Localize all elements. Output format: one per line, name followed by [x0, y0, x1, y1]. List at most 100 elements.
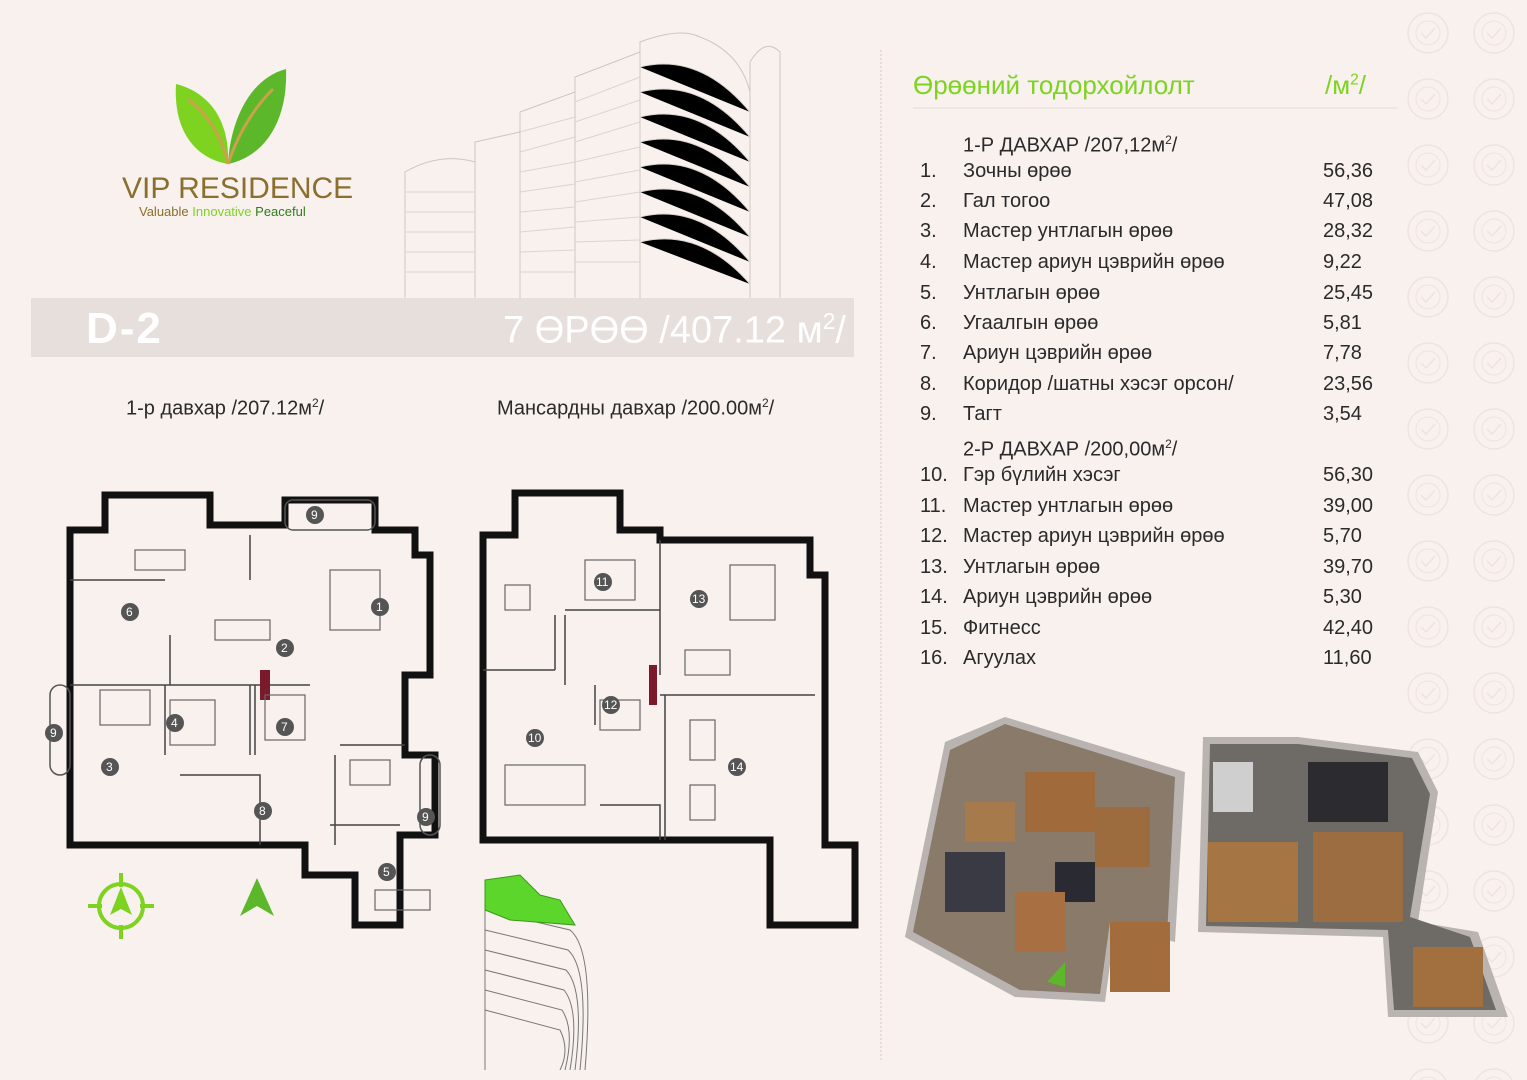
spec-unit-sup: 2 — [1350, 71, 1359, 89]
mansard-floor-end: / — [768, 397, 775, 420]
row-number: 2. — [920, 190, 937, 212]
render-3d-icon — [905, 717, 1185, 1002]
brand-tagline: Valuable Innovative Peaceful — [139, 204, 306, 219]
plan-number: 8 — [259, 804, 266, 818]
room-name: Ариун цэврийн өрөө — [963, 586, 1153, 608]
apartment-code: D-2 — [86, 304, 163, 353]
room-name: Унтлагын өрөө — [963, 556, 1101, 578]
plan-number: 6 — [126, 605, 133, 619]
apartment-banner — [31, 298, 854, 357]
mansard-floor-sup: 2 — [761, 396, 769, 410]
room-area: 25,45 — [1323, 282, 1374, 304]
row-number: 10. — [920, 464, 948, 486]
section-heading-sup: 2 — [1165, 133, 1172, 147]
spec-underline — [913, 107, 1398, 109]
row-number: 15. — [920, 617, 948, 639]
compass-icon — [88, 873, 154, 939]
first-floor-end: / — [318, 397, 325, 420]
row-number: 9. — [920, 403, 937, 425]
row-number: 11. — [920, 495, 947, 517]
spec-unit-text: /м — [1325, 70, 1351, 100]
room-name: Гэр бүлийн хэсэг — [963, 464, 1121, 486]
apartment-summary: 7 ӨРӨӨ /407.12 м2/ — [503, 308, 846, 353]
room-name: Угаалгын өрөө — [963, 312, 1099, 334]
room-name: Мастер ариун цэврийн өрөө — [963, 525, 1225, 547]
room-name: Агуулах — [963, 647, 1036, 669]
section-heading: 1-Р ДАВХАР /207,12м2/ — [963, 125, 1177, 161]
room-name: Зочны өрөө — [963, 160, 1072, 182]
building-sketch-icon — [404, 32, 781, 298]
row-number: 13. — [920, 556, 948, 578]
row-number: 1. — [920, 160, 937, 182]
room-area: 7,78 — [1323, 342, 1362, 364]
plan-number: 2 — [281, 641, 288, 655]
row-number: 8. — [920, 373, 937, 395]
room-name: Унтлагын өрөө — [963, 282, 1101, 304]
plan-number: 9 — [422, 810, 429, 824]
row-number: 14. — [920, 586, 948, 608]
row-number: 5. — [920, 282, 937, 304]
room-area: 56,30 — [1323, 464, 1374, 486]
room-area: 56,36 — [1323, 160, 1374, 182]
room-name: Тагт — [963, 403, 1002, 425]
row-number: 12. — [920, 525, 948, 547]
spec-unit-end: / — [1358, 70, 1367, 100]
plan-number: 7 — [281, 720, 288, 734]
tagline-word: Valuable — [139, 204, 189, 219]
summary-sup: 2 — [822, 308, 836, 334]
render-3d-icon — [1198, 737, 1508, 1017]
room-name: Гал тогоо — [963, 190, 1051, 212]
section-heading-text: 1-Р ДАВХАР /207,12м — [963, 134, 1166, 157]
tagline-word: Peaceful — [255, 204, 306, 219]
brand-name: VIP RESIDENCE — [122, 172, 354, 205]
room-area: 5,81 — [1323, 312, 1362, 334]
building-position-icon — [484, 874, 589, 1070]
first-floor-plan: 1 2 3 4 5 6 7 8 9 9 9 — [45, 491, 441, 929]
room-name: Мастер унтлагын өрөө — [963, 495, 1174, 517]
section-heading-end: / — [1171, 438, 1178, 461]
room-area: 9,22 — [1323, 251, 1362, 273]
plan-number: 10 — [528, 731, 542, 745]
plan-number: 3 — [106, 760, 113, 774]
plan-number: 9 — [50, 726, 57, 740]
room-area: 39,70 — [1323, 556, 1374, 578]
first-floor-label: 1-р давхар /207.12м2/ — [126, 396, 324, 421]
plan-number: 14 — [730, 760, 744, 774]
room-name: Мастер унтлагын өрөө — [963, 220, 1174, 242]
room-area: 39,00 — [1323, 495, 1374, 517]
room-area: 23,56 — [1323, 373, 1374, 395]
room-area: 5,70 — [1323, 525, 1362, 547]
spec-title: Өрөөний тодорхойлолт — [913, 70, 1195, 100]
plan-number: 4 — [171, 716, 178, 730]
summary-text: 7 ӨРӨӨ /407.12 м — [503, 309, 823, 352]
room-area: 11,60 — [1323, 647, 1372, 669]
row-number: 7. — [920, 342, 937, 364]
room-name: Мастер ариун цэврийн өрөө — [963, 251, 1225, 273]
row-number: 6. — [920, 312, 937, 334]
section-heading-text: 2-Р ДАВХАР /200,00м — [963, 438, 1166, 461]
room-name: Фитнесс — [963, 617, 1041, 639]
room-name: Ариун цэврийн өрөө — [963, 342, 1153, 364]
first-floor-text: 1-р давхар /207.12м — [126, 397, 312, 420]
mansard-floor-plan: 10 11 12 13 14 — [479, 489, 859, 929]
row-number: 3. — [920, 220, 937, 242]
plan-number: 13 — [692, 592, 706, 606]
room-area: 47,08 — [1323, 190, 1374, 212]
row-number: 4. — [920, 251, 937, 273]
tagline-word: Innovative — [192, 204, 252, 219]
room-name: Коридор /шатны хэсэг орсон/ — [963, 373, 1234, 395]
room-area: 5,30 — [1323, 586, 1362, 608]
plan-number: 5 — [383, 865, 390, 879]
plan-number: 11 — [596, 575, 609, 589]
room-area: 3,54 — [1323, 403, 1362, 425]
room-area: 42,40 — [1323, 617, 1374, 639]
column-divider — [880, 50, 882, 1060]
mansard-floor-text: Мансардны давхар /200.00м — [497, 397, 762, 420]
plan-number: 1 — [376, 600, 383, 614]
spec-unit: /м2/ — [1325, 70, 1366, 101]
first-floor-sup: 2 — [311, 396, 319, 410]
section-heading: 2-Р ДАВХАР /200,00м2/ — [963, 429, 1177, 465]
leaf-logo-icon — [175, 69, 287, 165]
summary-end: / — [835, 309, 846, 352]
section-heading-sup: 2 — [1165, 437, 1172, 451]
